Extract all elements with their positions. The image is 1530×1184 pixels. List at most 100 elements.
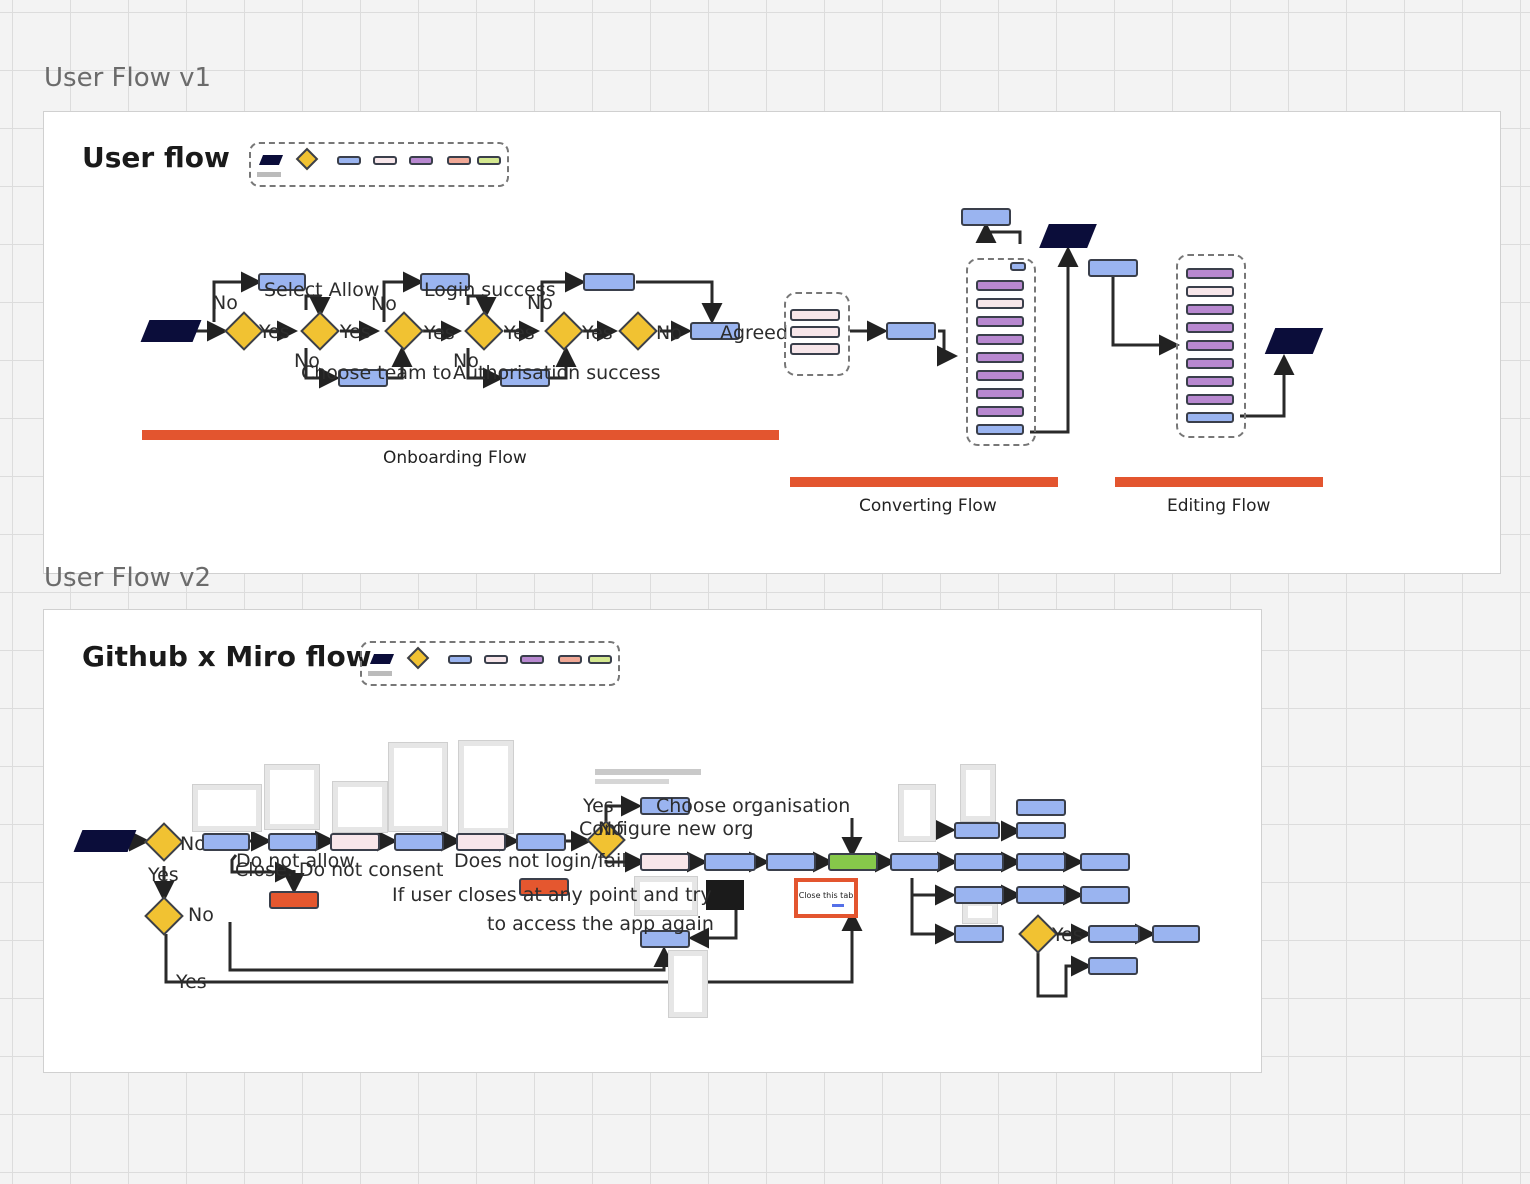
field-node[interactable] [1186, 412, 1234, 423]
action-node[interactable] [1016, 886, 1066, 904]
action-node[interactable] [338, 369, 388, 387]
flow-label: Onboarding Flow [383, 448, 527, 468]
action-node[interactable] [1080, 853, 1130, 871]
edge-label: Yes [176, 971, 207, 993]
action-node[interactable] [1088, 259, 1138, 277]
legend-error-shape [447, 156, 471, 165]
action-node[interactable] [258, 273, 306, 291]
action-node[interactable] [1080, 886, 1130, 904]
screen-thumbnail[interactable] [962, 900, 998, 924]
action-node[interactable] [704, 853, 756, 871]
action-node[interactable] [954, 853, 1004, 871]
screen-thumbnail[interactable] [332, 781, 388, 833]
end-node[interactable] [1039, 224, 1097, 248]
error-node[interactable] [269, 891, 319, 909]
action-node[interactable] [394, 833, 444, 851]
action-node[interactable] [202, 833, 250, 851]
screen-thumbnail[interactable] [960, 764, 996, 822]
edge-label: No [598, 818, 624, 840]
screen-thumbnail[interactable] [634, 876, 698, 916]
action-node[interactable] [1152, 925, 1200, 943]
legend-bar-shape [368, 671, 392, 676]
screen-thumbnail-dark[interactable] [706, 880, 744, 910]
field-node[interactable] [976, 406, 1024, 417]
edge-label: No [212, 292, 238, 314]
action-node[interactable] [268, 833, 318, 851]
action-node[interactable] [420, 273, 470, 291]
panel-item[interactable] [790, 343, 840, 355]
action-node[interactable] [954, 886, 1004, 904]
field-node[interactable] [1186, 394, 1234, 405]
edge-label: Yes [504, 322, 535, 344]
field-node[interactable] [1186, 340, 1234, 351]
panel-item[interactable] [790, 326, 840, 338]
action-node[interactable] [516, 833, 566, 851]
action-node[interactable] [954, 822, 1000, 839]
action-node[interactable] [1016, 853, 1066, 871]
action-node[interactable] [640, 797, 690, 815]
screen-node[interactable] [330, 833, 380, 851]
side-panel-convert[interactable] [966, 258, 1036, 446]
close-tab-frame[interactable]: Close this tab [794, 878, 858, 918]
start-node-v2[interactable] [73, 830, 137, 852]
legend-error-shape [558, 655, 582, 664]
screen-thumbnail[interactable] [668, 950, 708, 1018]
action-node[interactable] [961, 208, 1011, 226]
action-node[interactable] [1016, 799, 1066, 816]
action-node[interactable] [954, 925, 1004, 943]
legend-note-shape [588, 655, 612, 664]
field-node[interactable] [1186, 304, 1234, 315]
onboarding-flow-bar [142, 430, 779, 440]
field-node[interactable] [976, 424, 1024, 435]
field-node[interactable] [976, 298, 1024, 309]
field-node[interactable] [1186, 376, 1234, 387]
action-node[interactable] [890, 853, 940, 871]
field-node[interactable] [976, 370, 1024, 381]
action-node[interactable] [886, 322, 936, 340]
error-node[interactable] [519, 878, 569, 896]
edge-label: Configure new org [579, 818, 754, 840]
field-node[interactable] [1186, 286, 1234, 297]
screen-thumbnail[interactable] [898, 784, 936, 842]
success-node[interactable] [828, 853, 878, 871]
start-node-v1[interactable] [140, 320, 202, 342]
side-panel[interactable] [784, 292, 850, 376]
board-title-v2: Github x Miro flow [82, 640, 372, 673]
screen-node[interactable] [640, 853, 690, 871]
field-node[interactable] [976, 352, 1024, 363]
action-node[interactable] [583, 273, 635, 291]
frame-v1[interactable] [43, 111, 1501, 574]
action-node[interactable] [500, 369, 550, 387]
edge-label: No [188, 904, 214, 926]
field-node[interactable] [1186, 268, 1234, 279]
action-node[interactable] [640, 930, 690, 948]
action-node[interactable] [1016, 822, 1066, 839]
screen-node[interactable] [456, 833, 506, 851]
field-node[interactable] [976, 388, 1024, 399]
action-node[interactable] [1010, 262, 1026, 271]
field-node[interactable] [976, 280, 1024, 291]
action-node[interactable] [766, 853, 816, 871]
field-node[interactable] [1186, 358, 1234, 369]
field-node[interactable] [976, 316, 1024, 327]
screen-thumbnail[interactable] [458, 740, 514, 834]
field-node[interactable] [1186, 322, 1234, 333]
close-tab-button[interactable] [832, 904, 844, 907]
screen-thumbnail[interactable] [388, 742, 448, 832]
action-node[interactable] [1088, 925, 1140, 943]
edge-label: Select Allow [264, 279, 380, 301]
edge-label: Choose team to [301, 362, 452, 384]
screen-thumbnail[interactable] [264, 764, 320, 830]
edge-label: Does not login/fail [454, 850, 627, 872]
side-panel-edit[interactable] [1176, 254, 1246, 438]
field-node[interactable] [976, 334, 1024, 345]
panel-item[interactable] [790, 309, 840, 321]
legend-bar-shape [257, 172, 281, 177]
action-node[interactable] [1088, 957, 1138, 975]
screen-thumbnail[interactable] [192, 784, 262, 832]
legend-field-shape [520, 655, 544, 664]
action-node[interactable] [690, 322, 740, 340]
legend-action-shape [337, 156, 361, 165]
edge-label: If user closes at any point and try [392, 884, 712, 906]
legend-decision-shape [295, 147, 319, 171]
